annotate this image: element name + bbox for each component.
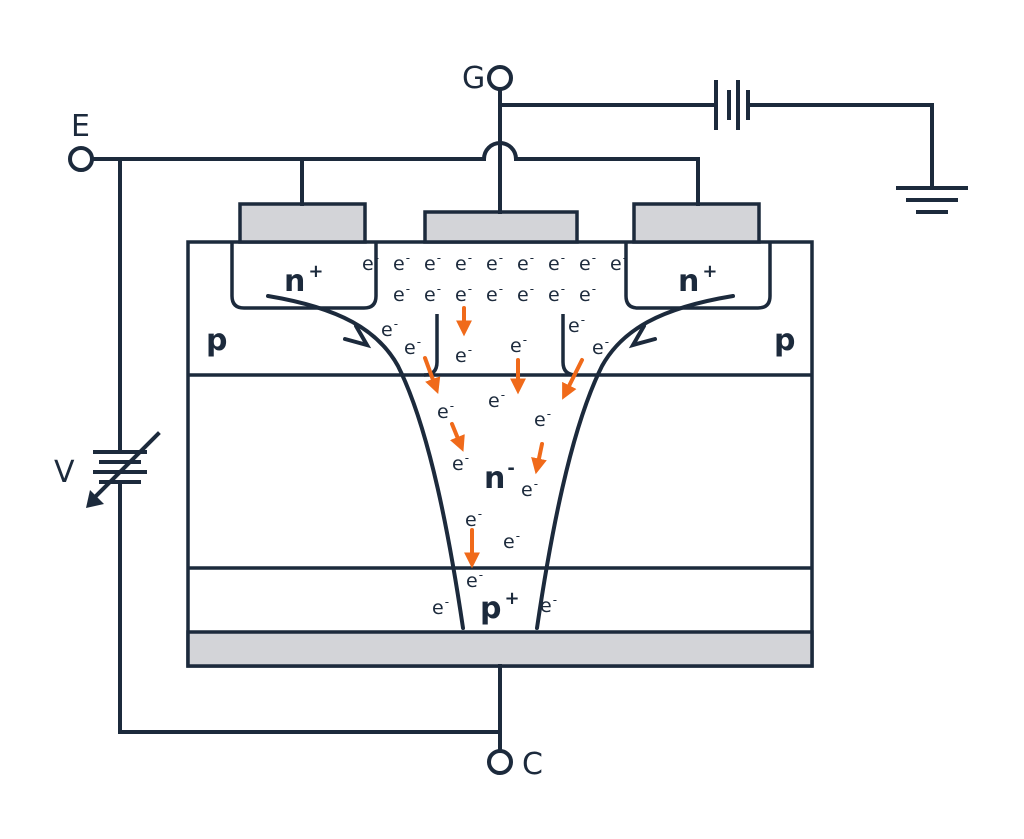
electron-flow-arrow-icon <box>449 422 465 452</box>
electron-label: e- <box>455 282 472 306</box>
gate-contact <box>423 210 579 244</box>
emitter-contact-left <box>238 202 367 244</box>
electron-flow-arrow-icon <box>423 356 441 395</box>
electron-label: e- <box>393 251 410 275</box>
electron-flow-arrowhead-left <box>343 324 372 349</box>
emitter-terminal-node[interactable] <box>68 146 94 172</box>
collector-terminal-node[interactable] <box>487 749 513 775</box>
p-plus-label: p+ <box>480 588 520 626</box>
electron-flow-arrow-icon <box>562 358 584 400</box>
electron-label: e- <box>381 317 398 341</box>
electron-label: e- <box>455 343 472 367</box>
electron-label: e- <box>517 251 534 275</box>
electron-flow-path-left <box>266 294 465 630</box>
p-well-edge-left <box>423 314 439 377</box>
collector-metal-contact <box>186 630 814 668</box>
collector-label: C <box>522 747 543 782</box>
electron-label: e- <box>548 251 565 275</box>
electron-label: e- <box>610 251 627 275</box>
electron-label: e- <box>568 313 585 337</box>
n-minus-label: n- <box>484 458 515 496</box>
p-label-left: p <box>206 323 227 358</box>
gate-label: G <box>462 61 485 96</box>
voltage-label: V <box>54 455 75 490</box>
gate-terminal-node[interactable] <box>487 65 513 91</box>
electron-label: e- <box>466 568 483 592</box>
electron-flow-arrowhead-right <box>628 324 657 349</box>
n-plus-well-right <box>624 242 772 310</box>
electron-label: e- <box>592 335 609 359</box>
electron-flow-path-right <box>535 294 735 630</box>
electron-flow-arrows <box>423 306 584 569</box>
n-plus-label-left: n+ <box>284 261 323 299</box>
electron-label: e- <box>521 477 538 501</box>
electron-label: e- <box>540 593 557 617</box>
electron-label: e- <box>510 333 527 357</box>
electron-label: e- <box>548 282 565 306</box>
electron-label: e- <box>404 335 421 359</box>
electron-label: e- <box>424 251 441 275</box>
electron-flow-arrow-icon <box>531 442 547 475</box>
electron-label: e- <box>579 251 596 275</box>
electron-label: e- <box>455 251 472 275</box>
battery-icon <box>714 80 750 130</box>
electron-label: e- <box>486 251 503 275</box>
electron-label: e- <box>534 407 551 431</box>
electron-label: e- <box>452 451 469 475</box>
electron-label: e- <box>486 282 503 306</box>
circuit-wiring <box>90 88 934 752</box>
electrons: e-e-e-e-e-e-e-e-e-e-e-e-e-e-e-e-e-e-e-e-… <box>362 251 627 619</box>
electron-label: e- <box>503 529 520 553</box>
electron-label: e- <box>437 399 454 423</box>
electron-label: e- <box>393 282 410 306</box>
p-label-right: p <box>774 323 795 358</box>
electron-label: e- <box>579 282 596 306</box>
electron-label: e- <box>465 507 482 531</box>
variable-voltage-source-icon <box>86 431 161 508</box>
electron-label: e- <box>517 282 534 306</box>
n-plus-label-right: n+ <box>678 261 717 299</box>
emitter-contact-right <box>632 202 761 244</box>
electron-label: e- <box>362 251 379 275</box>
electron-label: e- <box>432 595 449 619</box>
electron-label: e- <box>488 388 505 412</box>
electron-label: e- <box>424 282 441 306</box>
ground-icon <box>896 186 968 214</box>
emitter-label: E <box>71 109 90 144</box>
n-plus-well-left <box>230 242 378 310</box>
